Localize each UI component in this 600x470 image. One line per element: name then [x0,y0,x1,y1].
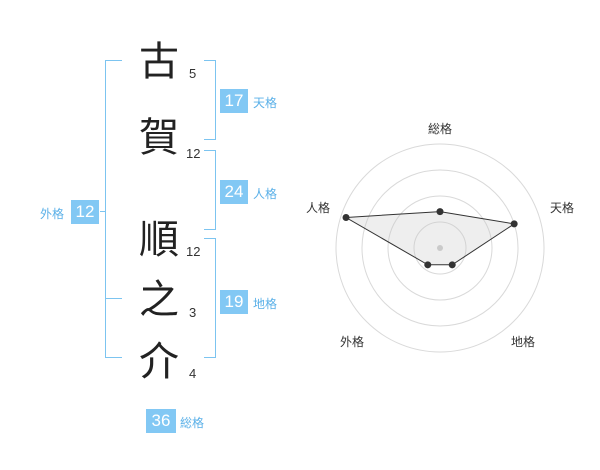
tenkaku-label: 天格 [253,96,278,110]
stroke-count-2: 12 [186,146,201,161]
radar-point-5 [342,213,350,221]
soukaku-label: 総格 [180,416,205,430]
radar-axis-label-tenkaku: 天格 [550,201,575,215]
radar-axis-label-gaikaku: 外格 [340,335,365,349]
radar-ring [413,221,467,275]
radar-axis-label-soukaku: 総格 [428,122,453,136]
tenkaku-badge: 17 [220,89,248,113]
radar-point-1 [436,208,444,216]
radar-point-3 [448,261,456,269]
tenkaku-bracket [204,60,216,140]
stroke-count-4: 3 [189,305,197,320]
name-char-3: 順 [139,217,179,263]
stroke-count-5: 4 [189,366,197,381]
gaikaku-bracket-tick [105,298,122,299]
gaikaku-label: 外格 [40,207,65,221]
radar-ring [335,143,545,353]
jinkaku-label: 人格 [253,187,278,201]
stroke-count-3: 12 [186,244,201,259]
radar-ring [361,169,519,327]
radar-ring [387,195,493,301]
gaikaku-bracket [105,60,122,358]
radar-series-polygon [344,211,516,266]
chikaku-badge: 19 [220,290,248,314]
radar-axis-label-jinkaku: 人格 [306,201,331,215]
name-char-2: 賀 [139,115,179,161]
radar-axis-label-chikaku: 地格 [511,335,536,349]
radar-point-2 [510,220,518,228]
jinkaku-badge: 24 [220,180,248,204]
jinkaku-bracket [204,150,216,230]
radar-center-dot [437,245,443,251]
name-char-4: 之 [139,277,179,323]
soukaku-badge: 36 [146,409,176,433]
gaikaku-badge: 12 [71,200,99,224]
name-char-5: 介 [139,339,179,385]
chikaku-bracket [204,238,216,358]
radar-point-4 [424,261,432,269]
stroke-count-1: 5 [189,66,197,81]
gaikaku-connector [100,211,106,212]
chikaku-label: 地格 [253,297,278,311]
name-char-1: 古 [139,39,179,85]
